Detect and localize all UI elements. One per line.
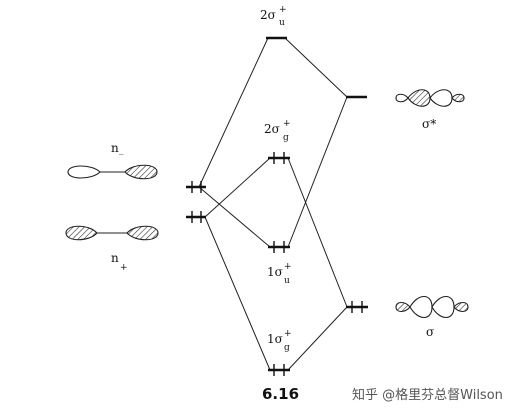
- label-1sigma-u-sup: +: [284, 262, 292, 272]
- label-2sigma-g-sup: +: [283, 119, 291, 129]
- orbital-sigma-star-icon: [395, 89, 465, 107]
- correlation-lines: [198, 37, 348, 371]
- label-1sigma-g-main: 1σ: [267, 332, 283, 346]
- label-2sigma-u-sup: +: [279, 5, 287, 15]
- watermark: 知乎 @格里芬总督Wilson: [352, 387, 503, 403]
- label-1sigma-u: 1σ + u: [267, 262, 292, 286]
- label-2sigma-g-main: 2σ: [264, 122, 280, 136]
- label-2sigma-u-sub: u: [279, 18, 285, 28]
- label-sigma-star: σ*: [422, 117, 436, 131]
- label-n-minus: n _: [111, 141, 124, 155]
- label-1sigma-g-sub: g: [284, 343, 290, 353]
- level-sigma: [346, 301, 368, 313]
- level-n-plus: [186, 211, 206, 223]
- label-n-plus-main: n: [111, 251, 119, 265]
- label-1sigma-u-main: 1σ: [267, 265, 283, 279]
- label-n-minus-main: n: [111, 141, 119, 155]
- label-2sigma-g-sub: g: [283, 133, 289, 143]
- label-1sigma-g-sup: +: [284, 329, 292, 339]
- label-1sigma-u-sub: u: [284, 276, 290, 286]
- label-2sigma-u-main: 2σ: [260, 8, 276, 22]
- label-2sigma-g: 2σ + g: [264, 119, 291, 143]
- orbital-n-minus-icon: [67, 164, 158, 180]
- label-n-minus-sub: _: [119, 145, 124, 155]
- orbital-n-plus-icon: [65, 225, 159, 241]
- label-n-plus-sub: +: [120, 263, 128, 273]
- label-sigma: σ: [426, 325, 434, 339]
- label-n-plus: n +: [111, 251, 128, 273]
- figure-number: 6.16: [262, 385, 299, 403]
- level-1sigma-g: [268, 364, 290, 376]
- level-2sigma-g: [268, 152, 290, 164]
- level-1sigma-u: [268, 241, 290, 253]
- level-n-minus: [186, 181, 206, 193]
- label-2sigma-u: 2σ + u: [260, 5, 287, 28]
- orbital-sigma-icon: [395, 295, 469, 319]
- label-1sigma-g: 1σ + g: [267, 329, 292, 353]
